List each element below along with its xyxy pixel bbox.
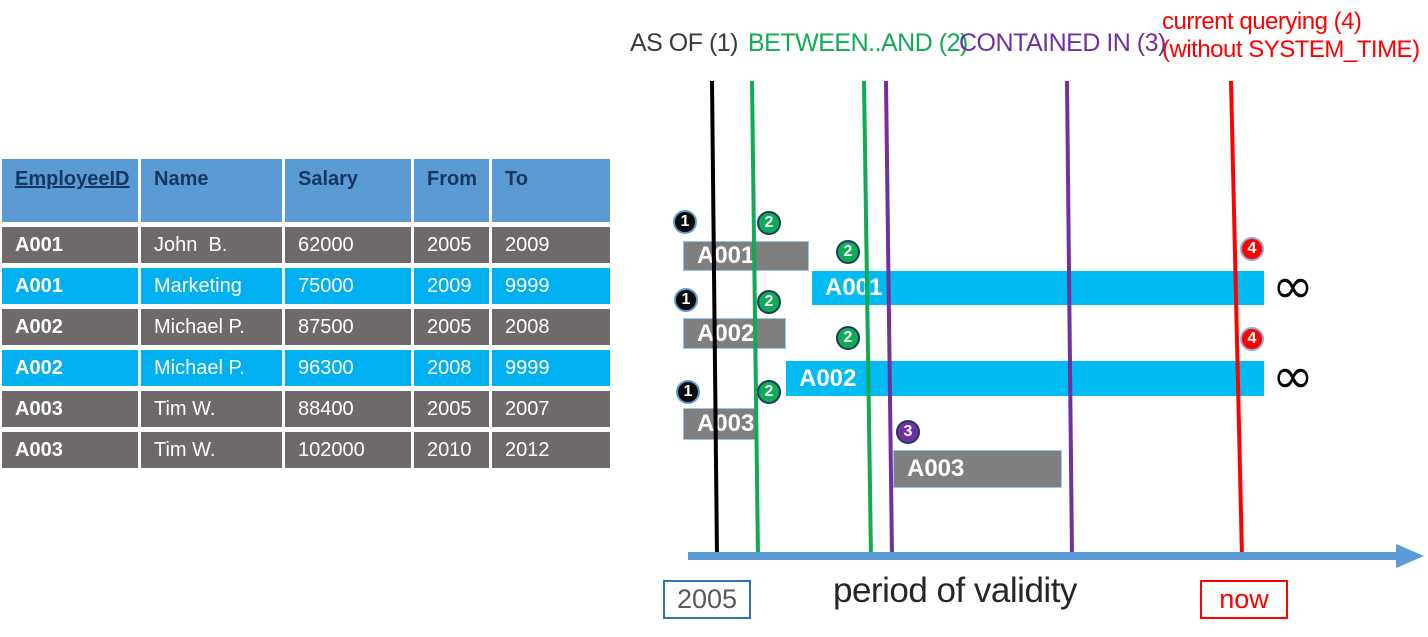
badge-as-of-1: 1 — [674, 288, 698, 312]
table-cell: A002 — [2, 350, 138, 386]
table-cell: 9999 — [492, 350, 610, 386]
badge-as-of-1: 1 — [676, 380, 700, 404]
table-cell: 87500 — [285, 309, 411, 345]
badge-current-4: 4 — [1240, 237, 1264, 261]
badge-between-2: 2 — [757, 211, 781, 235]
axis-title: period of validity — [833, 571, 1077, 610]
badge-between-2: 2 — [757, 290, 781, 314]
infinity-icon: ∞ — [1272, 257, 1314, 315]
validity-bar-a001-history: A001 — [683, 241, 809, 271]
badge-contained-3: 3 — [896, 420, 920, 444]
now-line — [1229, 80, 1244, 558]
badge-as-of-1: 1 — [673, 210, 697, 234]
table-cell: 2008 — [414, 350, 489, 386]
column-header-name: Name — [141, 159, 282, 222]
badge-between-2: 2 — [836, 240, 860, 264]
table-cell: Marketing — [141, 268, 282, 304]
validity-bar-a003-history-1: A003 — [683, 408, 758, 440]
table-cell: 2008 — [492, 309, 610, 345]
table-cell: 9999 — [492, 268, 610, 304]
validity-bar-a002-current: A002 — [786, 361, 1264, 396]
table-cell: Michael P. — [141, 309, 282, 345]
legend-current-querying-line1: current querying (4) — [1162, 8, 1362, 35]
infinity-icon: ∞ — [1272, 347, 1314, 405]
validity-bar-a003-history-2: A003 — [893, 450, 1062, 488]
legend-between-and: BETWEEN..AND (2) — [748, 29, 968, 57]
legend-current-querying-line2: (without SYSTEM_TIME) — [1162, 36, 1420, 63]
table-cell: 2012 — [492, 432, 610, 468]
validity-bar-a002-history: A002 — [683, 318, 786, 349]
legend-as-of: AS OF (1) — [630, 29, 739, 57]
table-cell: 2009 — [492, 227, 610, 263]
column-header-to: To — [492, 159, 610, 222]
table-cell: A001 — [2, 227, 138, 263]
table-cell: 2010 — [414, 432, 489, 468]
validity-bar-a001-current: A001 — [812, 271, 1264, 305]
table-cell: 96300 — [285, 350, 411, 386]
axis-now-box: now — [1200, 580, 1288, 619]
between-and-end-line — [862, 80, 873, 558]
table-cell: John B. — [141, 227, 282, 263]
badge-current-4: 4 — [1240, 327, 1264, 351]
legend-contained-in: CONTAINED IN (3) — [959, 29, 1166, 57]
table-cell: Tim W. — [141, 432, 282, 468]
table-cell: 88400 — [285, 391, 411, 427]
time-axis-arrowhead — [1396, 544, 1424, 568]
table-cell: 2009 — [414, 268, 489, 304]
badge-between-2: 2 — [836, 326, 860, 350]
table-cell: Michael P. — [141, 350, 282, 386]
contained-in-start-line — [884, 80, 894, 558]
table-cell: 2005 — [414, 391, 489, 427]
table-cell: 2005 — [414, 309, 489, 345]
table-cell: 2007 — [492, 391, 610, 427]
axis-start-year-box: 2005 — [663, 580, 751, 619]
column-header-employeeid: EmployeeID — [2, 159, 138, 222]
table-cell: A002 — [2, 309, 138, 345]
table-cell: 62000 — [285, 227, 411, 263]
employee-history-table: EmployeeID Name Salary From To A001 John… — [2, 159, 610, 468]
table-cell: Tim W. — [141, 391, 282, 427]
table-cell: 75000 — [285, 268, 411, 304]
legend-current-querying: current querying (4) (without SYSTEM_TIM… — [1162, 8, 1420, 64]
badge-between-2: 2 — [757, 380, 781, 404]
table-cell: A001 — [2, 268, 138, 304]
contained-in-end-line — [1065, 80, 1074, 558]
table-cell: 102000 — [285, 432, 411, 468]
column-header-salary: Salary — [285, 159, 411, 222]
column-header-from: From — [414, 159, 489, 222]
table-cell: 2005 — [414, 227, 489, 263]
table-cell: A003 — [2, 391, 138, 427]
table-cell: A003 — [2, 432, 138, 468]
